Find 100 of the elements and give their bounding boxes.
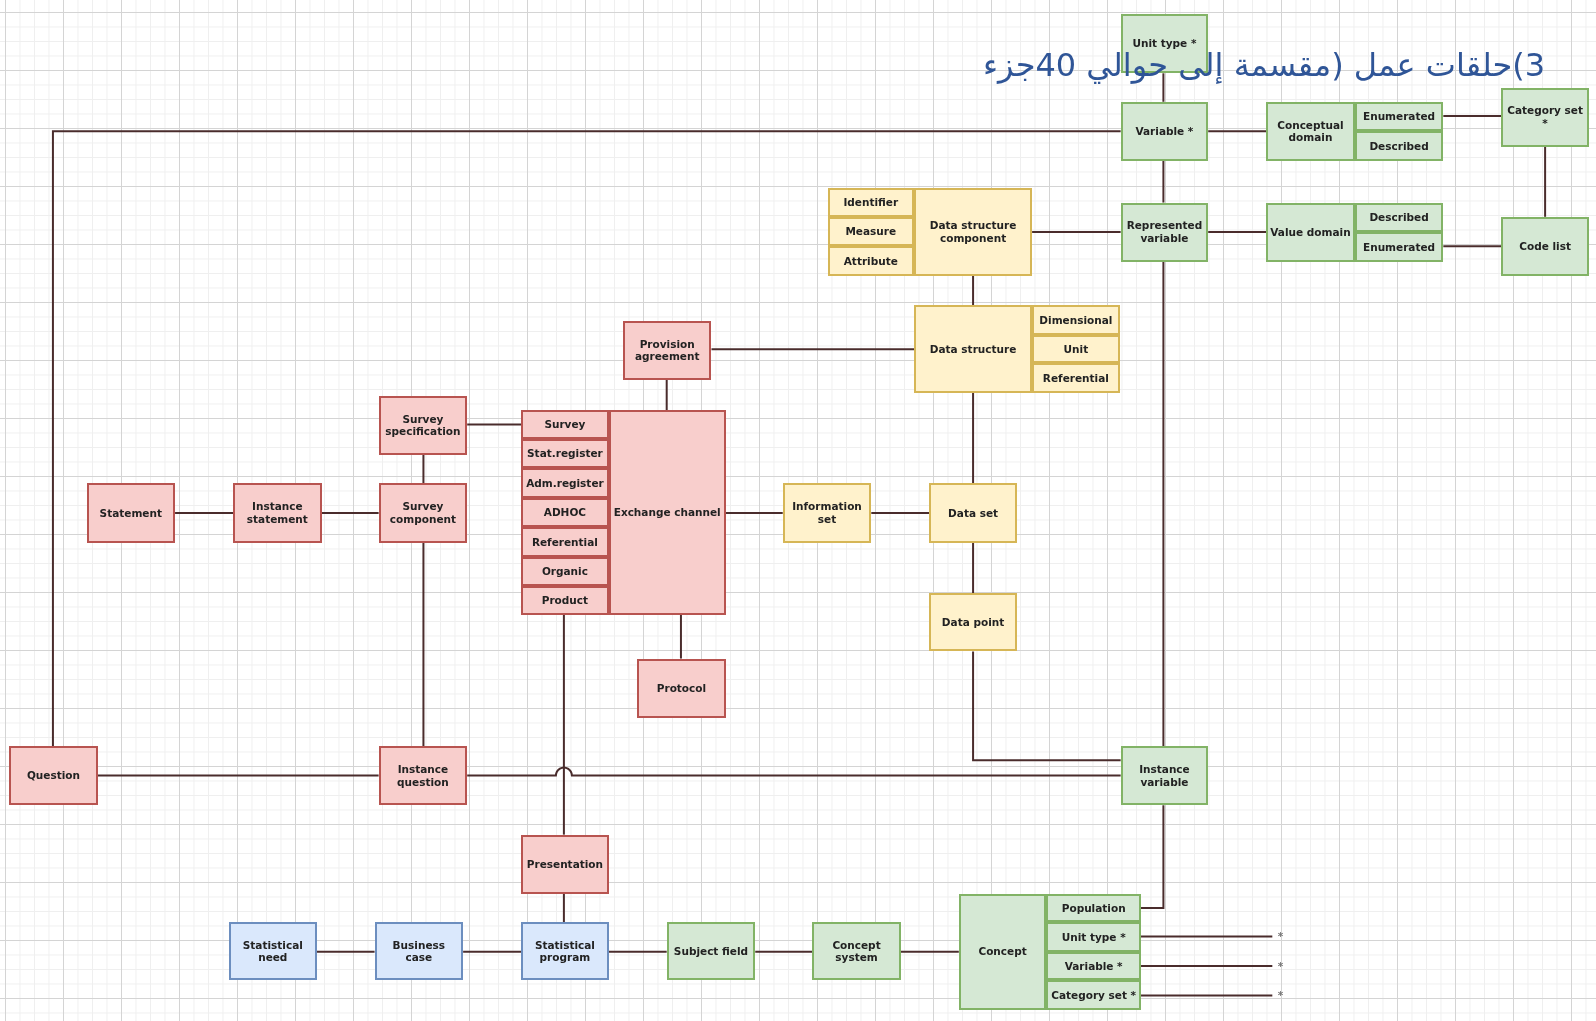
entity-box <box>637 658 726 718</box>
connector-line <box>96 774 380 777</box>
entity-box <box>521 438 609 469</box>
entity-name: Enumerated <box>1362 110 1437 123</box>
entity-box <box>1046 980 1141 1010</box>
entity-box <box>378 395 468 455</box>
entity-name: Category set * <box>1506 104 1584 130</box>
connector-line <box>972 274 975 307</box>
entity-box <box>1120 101 1209 161</box>
connector-line <box>1207 130 1268 133</box>
entity-name: Unit <box>1062 342 1090 356</box>
connector-line <box>972 650 1122 762</box>
entity-name: ADHOC <box>542 506 588 519</box>
entity-box <box>914 305 1033 393</box>
entity-box <box>521 410 609 439</box>
connector-line <box>1140 994 1274 997</box>
entity-box <box>86 483 176 543</box>
connector-line <box>1162 72 1165 103</box>
entity-name: Data set <box>947 506 1000 520</box>
entity-box <box>378 746 468 806</box>
entity-box <box>827 216 915 247</box>
entity-name: Variable * <box>1063 959 1124 973</box>
connector-line <box>754 950 814 953</box>
connector-line <box>899 950 960 953</box>
connector-line <box>562 613 565 836</box>
entity-box <box>608 410 726 615</box>
entity-name: Protocol <box>655 681 708 695</box>
connector-line <box>710 348 916 351</box>
entity-name: Identifier <box>842 196 900 209</box>
multiplicity-mark: * <box>1276 930 1285 943</box>
entity-box <box>1354 232 1444 262</box>
entity-box <box>1032 334 1120 364</box>
entity-name: Business case <box>391 938 447 964</box>
connector-line <box>1162 260 1165 748</box>
entity-box <box>1120 746 1209 806</box>
entity-box <box>521 468 609 498</box>
entity-box <box>1032 305 1120 335</box>
entity-name: Survey component <box>388 500 457 526</box>
entity-box <box>666 922 756 981</box>
entity-box <box>521 556 609 587</box>
entity-name: Enumerated <box>1362 240 1437 254</box>
entity-name: Presentation <box>525 857 605 871</box>
entity-box <box>929 483 1017 543</box>
entity-name: Unit type * <box>1060 930 1127 944</box>
entity-box <box>958 893 1047 1010</box>
entity-box <box>374 922 464 981</box>
connector-line <box>870 512 931 514</box>
multiplicity-mark: * <box>1276 989 1285 1002</box>
connector-line <box>1207 231 1268 234</box>
connector-line <box>466 766 1122 777</box>
entity-name: Represented variable <box>1125 219 1204 245</box>
entity-name: Data structure component <box>928 219 1018 245</box>
entity-name: Provision agreement <box>633 337 701 363</box>
connector-line <box>1140 935 1274 938</box>
entity-name: Question <box>25 769 81 782</box>
entity-box <box>233 483 322 543</box>
multiplicity-mark: * <box>1276 959 1285 973</box>
entity-name: Code list <box>1518 240 1572 253</box>
connector-line <box>665 378 668 412</box>
entity-name: Attribute <box>842 254 899 268</box>
entity-name: Measure <box>844 225 898 238</box>
entity-box <box>782 483 872 543</box>
entity-name: Conceptual domain <box>1276 118 1345 144</box>
entity-name: Data point <box>940 616 1006 629</box>
entity-name: Statistical need <box>241 938 304 964</box>
connector-line <box>1162 159 1165 204</box>
entity-box <box>1046 893 1141 923</box>
entity-name: Instance question <box>396 763 450 789</box>
entity-box <box>378 483 468 543</box>
entity-box <box>521 922 609 981</box>
entity-box <box>622 320 712 380</box>
entity-box <box>229 922 317 981</box>
entity-name: Concept <box>977 945 1028 958</box>
connector-line <box>607 950 668 953</box>
entity-name: Referential <box>1041 371 1110 385</box>
entity-box <box>1120 202 1209 262</box>
entity-box <box>812 922 901 981</box>
entity-box <box>1032 363 1120 393</box>
entity-name: Stat.register <box>526 447 604 460</box>
entity-box <box>521 586 609 615</box>
entity-name: Exchange channel <box>612 506 722 519</box>
entity-name: Instance statement <box>245 500 309 526</box>
entity-name: Concept system <box>831 938 882 964</box>
connector-line <box>1544 145 1547 218</box>
entity-box <box>1354 131 1444 161</box>
entity-box <box>521 834 609 894</box>
connector-line <box>679 613 682 660</box>
entity-name: Survey specification <box>384 412 462 439</box>
connector-line <box>466 423 523 426</box>
entity-box <box>1354 101 1444 132</box>
entity-name: Referential <box>530 535 599 549</box>
entity-name: Value domain <box>1269 225 1352 239</box>
entity-name: Statement <box>98 506 163 520</box>
entity-box <box>827 188 915 217</box>
entity-box <box>1266 202 1355 262</box>
connector-line <box>320 512 380 514</box>
entity-name: Adm.register <box>525 476 605 490</box>
entity-name: Subject field <box>672 944 750 958</box>
entity-box <box>1266 101 1355 161</box>
entity-name: Instance variable <box>1138 763 1191 789</box>
